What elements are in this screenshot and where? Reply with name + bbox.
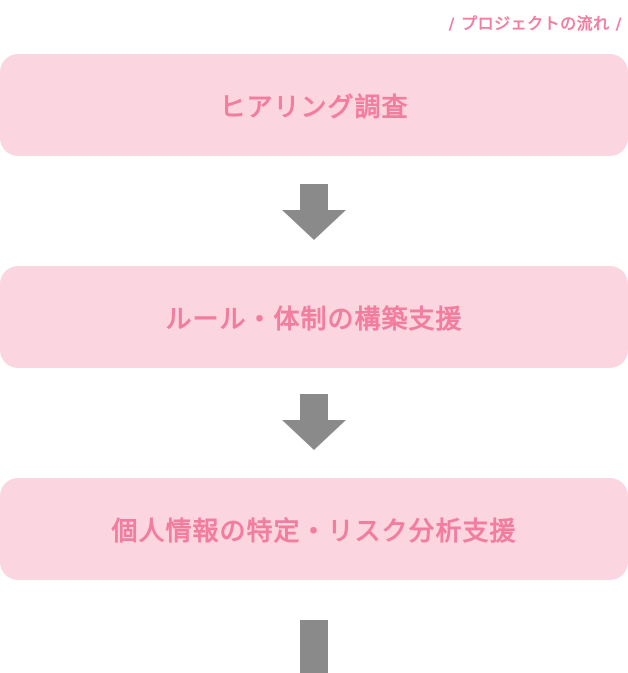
flow-step-label: 個人情報の特定・リスク分析支援 <box>111 516 517 547</box>
flow-step-hearing: ヒアリング調査 <box>0 54 628 156</box>
flow-step-label: ルール・体制の構築支援 <box>165 304 463 335</box>
flow-step-label: ヒアリング調査 <box>219 92 409 123</box>
arrow-down-icon <box>300 620 328 673</box>
arrow-down-icon <box>282 394 346 452</box>
flow-step-risk-analysis: 個人情報の特定・リスク分析支援 <box>0 478 628 580</box>
flow-step-rules-support: ルール・体制の構築支援 <box>0 266 628 368</box>
arrow-down-icon <box>282 184 346 242</box>
project-flow-heading: / プロジェクトの流れ / <box>448 14 622 33</box>
